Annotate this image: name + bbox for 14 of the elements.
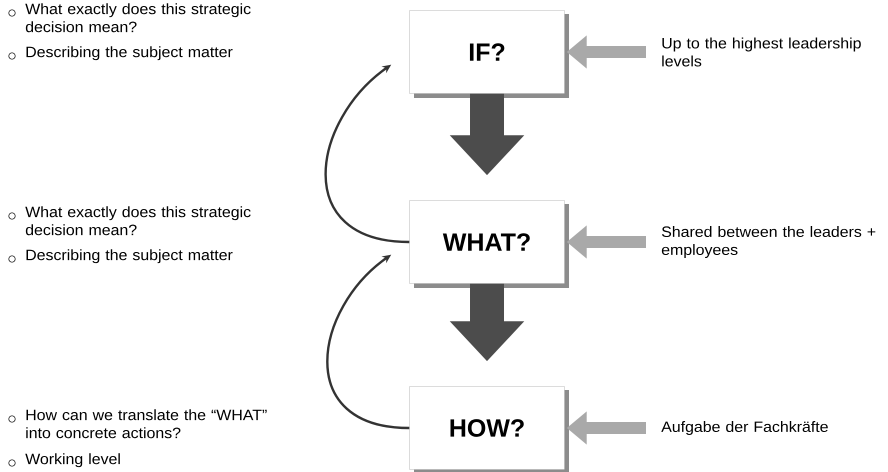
curved-arrow xyxy=(324,64,410,244)
bullet-text: Describing the subject matter xyxy=(26,249,233,264)
process-box: HOW? xyxy=(409,386,569,472)
process-box: IF? xyxy=(409,10,569,98)
process-box: WHAT? xyxy=(409,200,569,288)
curved-arrow xyxy=(326,254,410,430)
bullet-text: Describing the subject matter xyxy=(26,46,233,60)
bullet-text: What exactly does this strategic decision mean? xyxy=(25,3,251,32)
note-text: Shared between the leaders + employees xyxy=(662,226,876,258)
note-text: Aufgabe der Fachkräfte xyxy=(661,421,828,435)
bullet-text: Working level xyxy=(25,453,120,468)
note-text: Up to the highest leadership levels xyxy=(662,38,861,66)
bullet-text: What exactly does this strategic decision mean? xyxy=(25,206,251,236)
bullet-text: How can we translate the “WHAT” into concrete actions? xyxy=(26,409,267,438)
